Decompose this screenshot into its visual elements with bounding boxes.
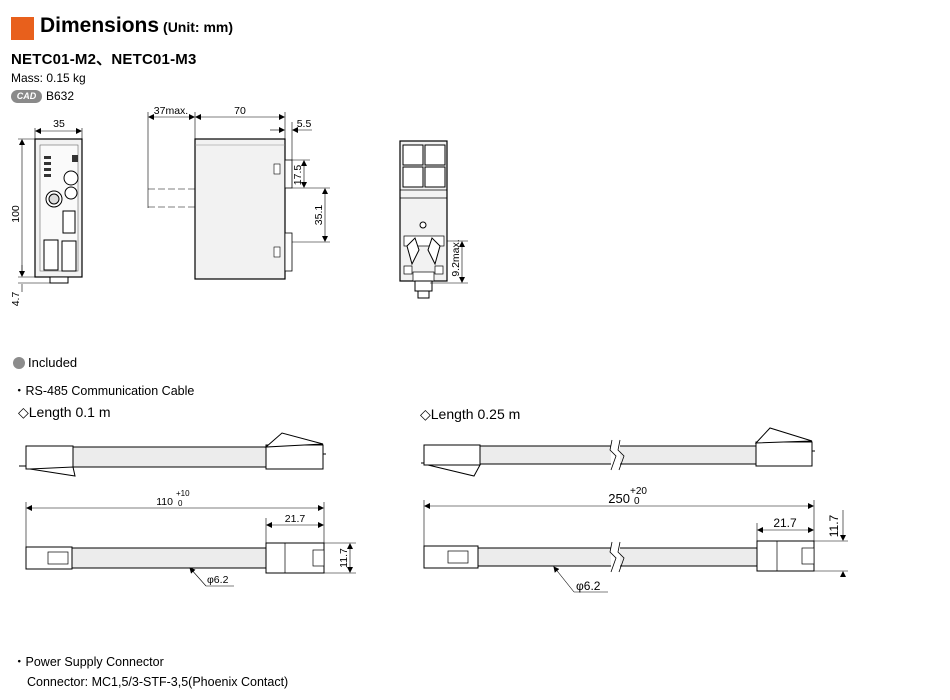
dim-side-depth: 70	[234, 105, 246, 117]
dim-side-offset: 17.5	[292, 165, 304, 186]
included-label: Included	[28, 355, 78, 370]
cad-code: B632	[46, 89, 75, 103]
dim-side-protrusion: 5.5	[297, 118, 312, 130]
long-tol-plus: +20	[630, 486, 647, 497]
dim-width: 35	[53, 118, 65, 130]
dim-bottom-max: 9.2max.	[450, 239, 462, 276]
power-connector-label: ・Power Supply Connector	[13, 655, 164, 669]
long-connector-len: 21.7	[773, 516, 797, 530]
model-name: NETC01-M2、NETC01-M3	[11, 51, 197, 68]
dim-bottom: 4.7	[10, 292, 22, 307]
long-tol-minus: 0	[634, 496, 640, 507]
long-length: 250	[608, 491, 630, 506]
dim-height: 100	[10, 205, 22, 223]
cable-label: ・RS-485 Communication Cable	[13, 384, 195, 398]
side-view	[147, 112, 330, 280]
cable-short-view	[19, 432, 326, 477]
dim-side-depth-max: 37max.	[154, 105, 188, 117]
short-connector-height: 11.7	[338, 548, 350, 568]
power-connector-spec: Connector: MC1,5/3-STF-3,5(Phoenix Conta…	[27, 675, 289, 689]
title-square-icon	[11, 17, 34, 40]
long-cable-title: ◇Length 0.25 m	[420, 406, 521, 422]
short-tol-plus: +10	[176, 489, 190, 498]
short-connector-len: 21.7	[285, 513, 306, 525]
included-dot-icon	[13, 357, 25, 369]
short-diameter: φ6.2	[207, 574, 229, 586]
short-length: 110	[156, 496, 173, 508]
cable-short-dim-view	[25, 502, 356, 587]
dim-side-pitch: 35.1	[313, 205, 325, 226]
long-diameter: φ6.2	[576, 579, 601, 593]
bottom-view	[399, 140, 468, 299]
mass-label: Mass: 0.15 kg	[11, 71, 86, 85]
front-view	[18, 128, 83, 292]
cad-badge: CAD	[11, 90, 42, 103]
long-connector-height: 11.7	[827, 514, 841, 537]
cable-long-view	[421, 427, 815, 477]
cable-long-dim-view	[423, 500, 848, 593]
page-title: Dimensions(Unit: mm)	[40, 14, 234, 37]
unit-label: (Unit: mm)	[163, 19, 234, 35]
short-tol-minus: 0	[178, 499, 183, 508]
short-cable-title: ◇Length 0.1 m	[18, 404, 111, 420]
